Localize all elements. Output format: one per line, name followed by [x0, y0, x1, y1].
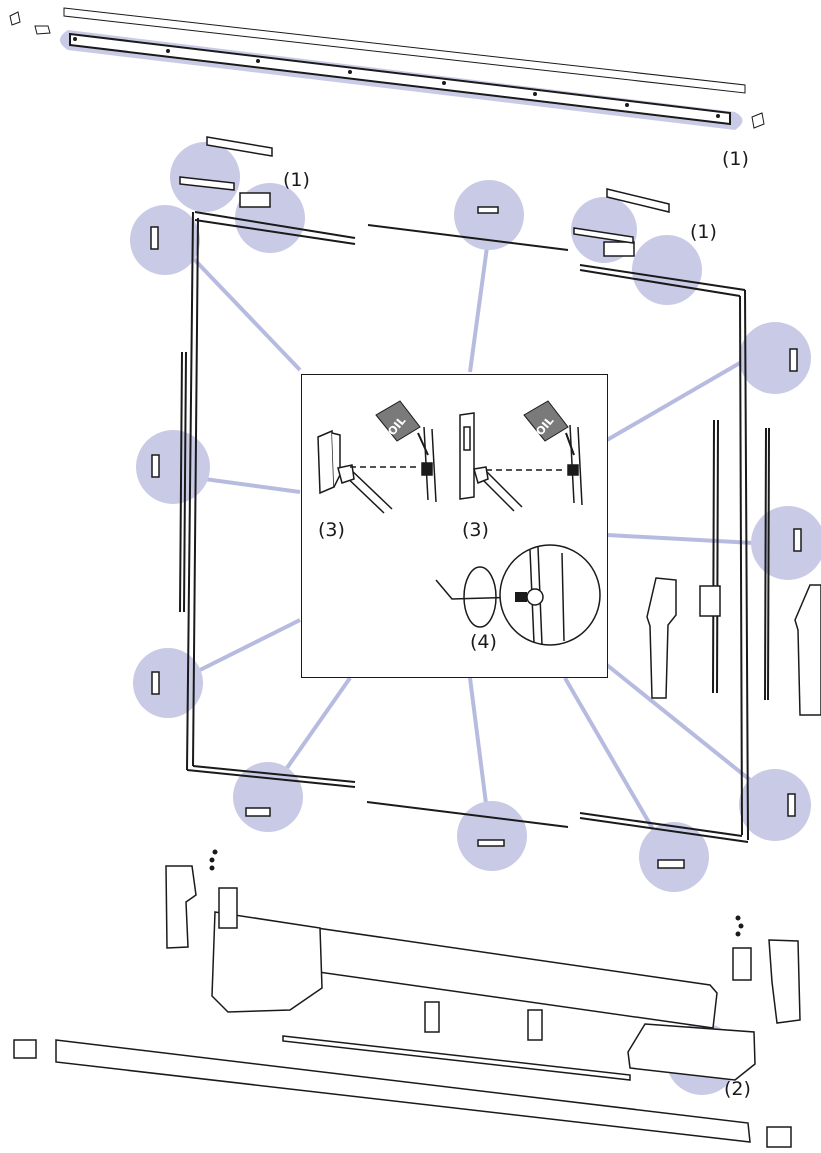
- highlight-bottom-right: [639, 822, 709, 892]
- left-lubrication-detail: [317, 426, 437, 514]
- oil-can-icon: [523, 400, 575, 456]
- screws: [209, 849, 744, 937]
- bottom-assembly: [13, 865, 801, 1148]
- highlight-upper-left-1: [170, 142, 240, 212]
- callout-upper-right: (1): [690, 221, 717, 243]
- highlight-top-middle: [454, 180, 524, 250]
- step-label-bottom: (4): [470, 631, 497, 653]
- bottom-rod: [282, 1035, 631, 1081]
- inset-drawing: OIL OIL: [317, 400, 601, 646]
- end-cap-left-2: [34, 25, 51, 35]
- highlight-left-middle: [136, 430, 210, 504]
- top-rail: [9, 7, 765, 130]
- hex-key-icon: [435, 566, 523, 628]
- highlight-upper-right-2: [632, 235, 702, 305]
- gear-right: [627, 1023, 756, 1081]
- highlight-right-top: [739, 322, 811, 394]
- maintenance-inset: OIL OIL (3) (3) (4): [301, 374, 608, 678]
- window-handles: [646, 577, 821, 716]
- step-label-right: (3): [462, 519, 489, 541]
- frame-fittings: [150, 136, 802, 869]
- end-cap-right: [751, 112, 765, 129]
- oil-can-icon: [375, 400, 429, 456]
- callout-bottom-right: (2): [724, 1078, 751, 1100]
- highlight-right-middle: [751, 506, 821, 580]
- end-cap-left: [9, 11, 21, 26]
- highlight-bottom-middle: [457, 801, 527, 871]
- highlight-left-top: [130, 205, 200, 275]
- gear-left: [211, 911, 323, 1013]
- step-label-left: (3): [318, 519, 345, 541]
- magnifier-circle-icon: [499, 544, 601, 646]
- callout-upper-left: (1): [283, 169, 310, 191]
- sash-frame: [179, 211, 770, 843]
- callout-top-rail: (1): [722, 148, 749, 170]
- right-lubrication-detail: [459, 412, 583, 512]
- highlight-right-bottom: [739, 769, 811, 841]
- bottom-rail: [55, 1039, 751, 1143]
- highlight-left-bottom: [133, 648, 203, 718]
